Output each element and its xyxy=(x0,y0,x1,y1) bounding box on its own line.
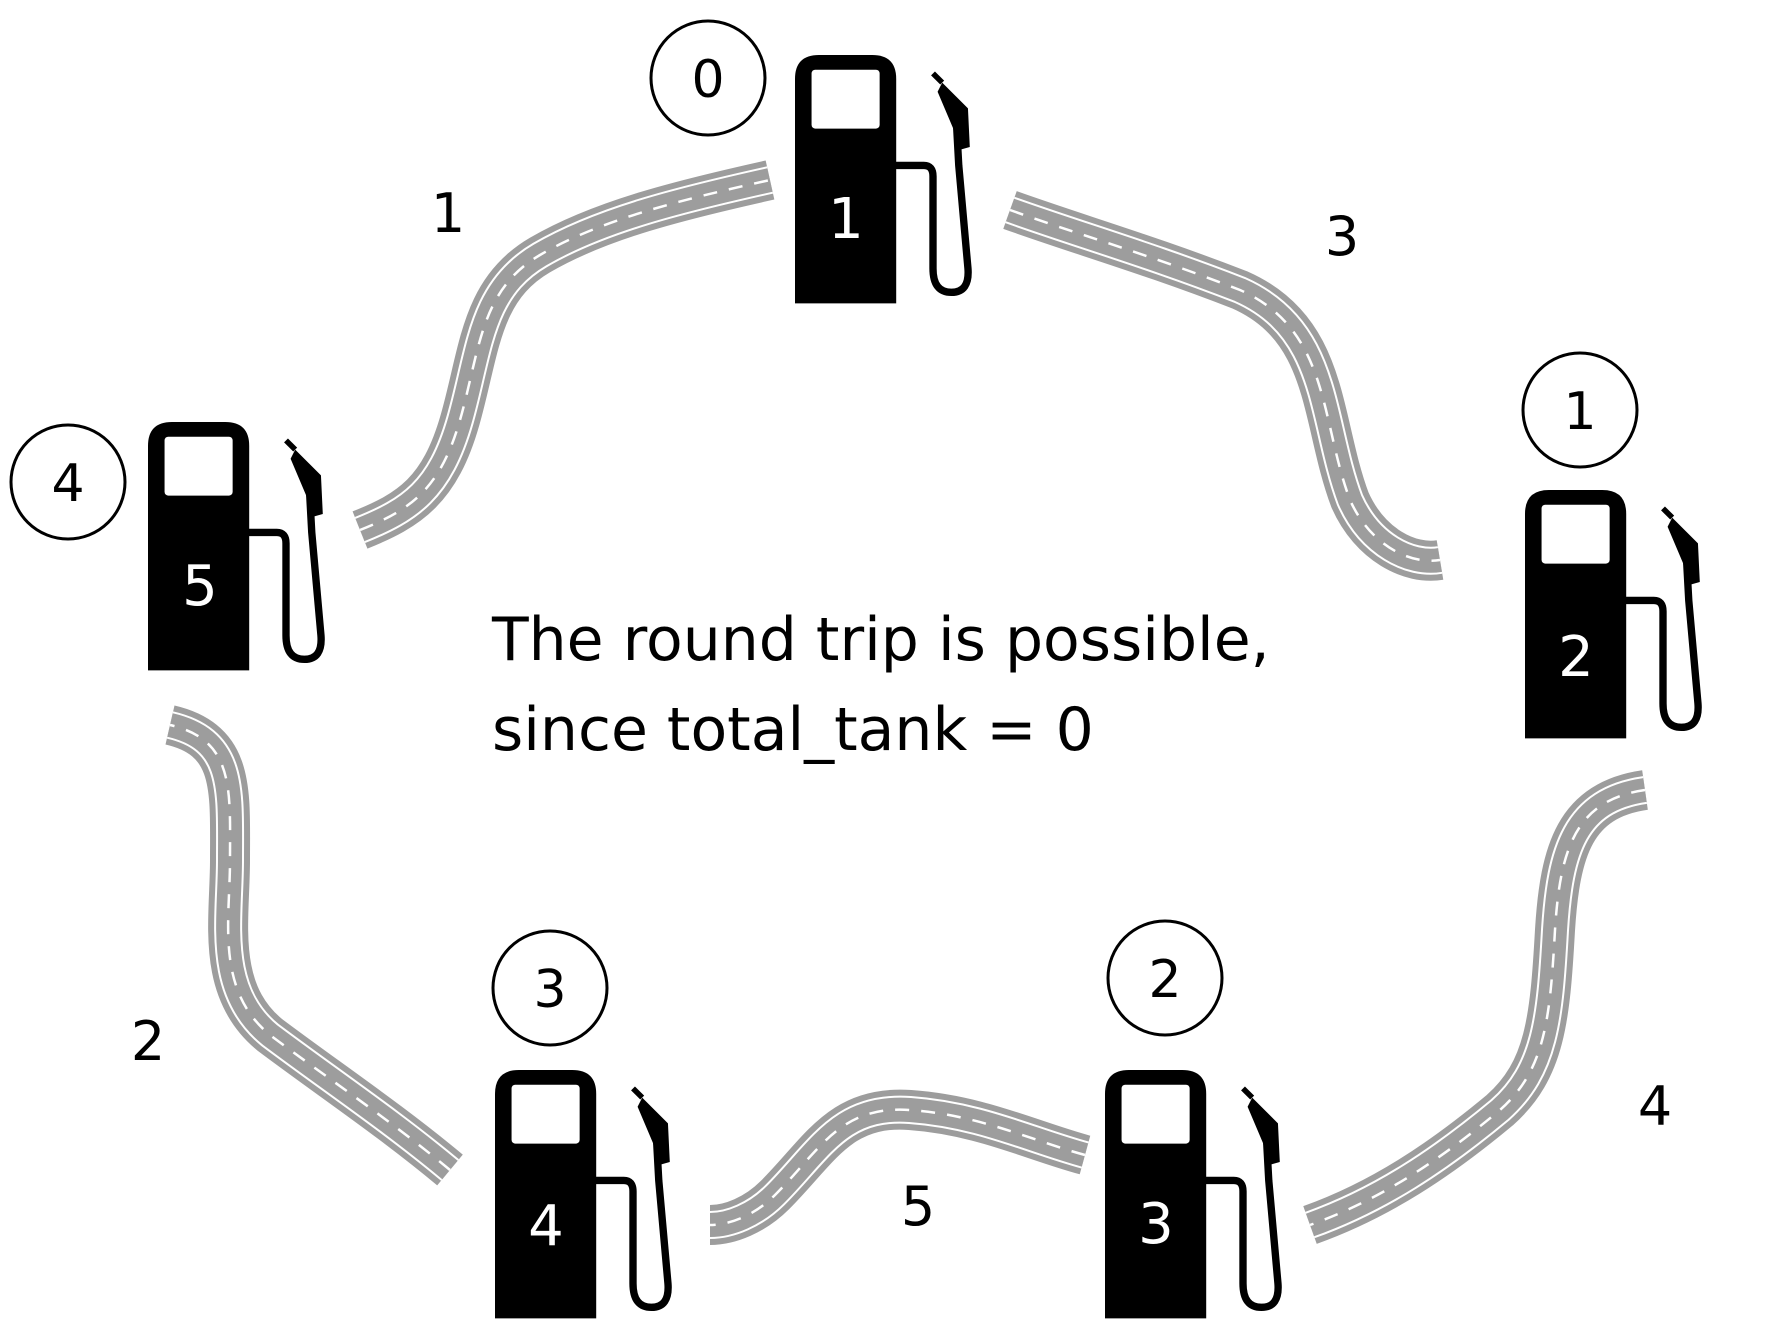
station-gas-label: 3 xyxy=(1138,1192,1174,1257)
station-gas-label: 4 xyxy=(528,1194,564,1259)
station-index-badge xyxy=(9,423,127,541)
road-3-to-4 xyxy=(164,705,463,1186)
station-index-label: 4 xyxy=(51,454,84,514)
station-index-label: 1 xyxy=(1563,382,1596,442)
gas-pump-icon xyxy=(148,422,323,670)
caption-line-2: since total_tank = 0 xyxy=(492,695,1094,765)
road-cost-label-3-4: 2 xyxy=(131,1010,165,1073)
station-index-badge xyxy=(649,19,767,137)
station-gas-label: 1 xyxy=(828,187,864,252)
station-index-badge xyxy=(491,929,609,1047)
road-cost-label-2-3: 5 xyxy=(901,1175,935,1238)
station-index-label: 3 xyxy=(533,960,566,1020)
station-2: 2 3 xyxy=(1105,919,1280,1318)
road-cost-label-1-2: 4 xyxy=(1638,1075,1672,1138)
road-cost-label-0-1: 3 xyxy=(1325,205,1359,268)
station-index-badge xyxy=(1521,351,1639,469)
station-index-badge xyxy=(1106,919,1224,1037)
road-4-to-0 xyxy=(352,160,775,549)
gas-pump-icon xyxy=(495,1070,670,1318)
road-0-to-1 xyxy=(1003,191,1444,581)
road-cost-label-4-0: 1 xyxy=(431,182,465,245)
gas-pump-icon xyxy=(1525,490,1700,738)
station-4: 4 5 xyxy=(9,422,323,670)
station-index-label: 0 xyxy=(691,50,724,110)
gas-pump-icon xyxy=(1105,1070,1280,1318)
station-gas-label: 2 xyxy=(1558,625,1594,690)
station-0: 0 1 xyxy=(649,19,970,303)
road-2-to-3 xyxy=(708,1089,1091,1245)
gas-pump-icon xyxy=(795,55,970,303)
road-1-to-2 xyxy=(1303,770,1649,1244)
station-index-label: 2 xyxy=(1148,950,1181,1010)
station-gas-label: 5 xyxy=(182,554,218,619)
station-1: 1 2 xyxy=(1521,351,1700,738)
station-3: 3 4 xyxy=(491,929,670,1318)
caption-line-1: The round trip is possible, xyxy=(491,605,1270,675)
